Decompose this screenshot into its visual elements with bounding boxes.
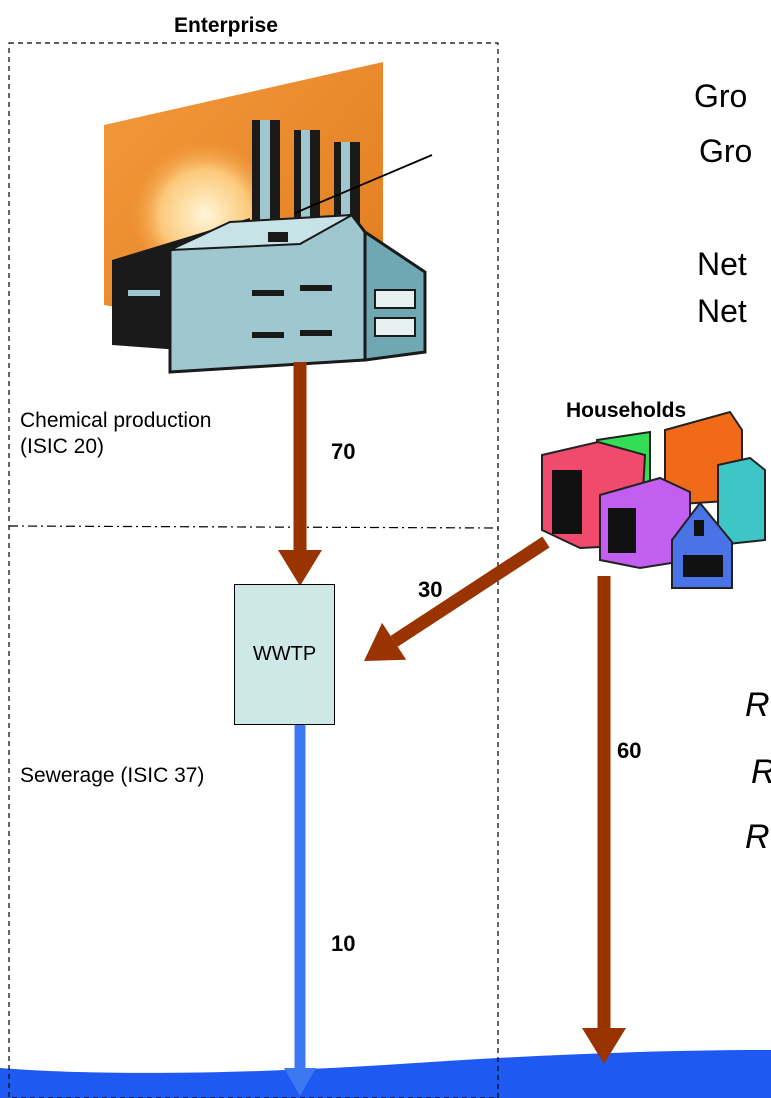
arrow-factory-to-wwtp	[278, 362, 322, 586]
arrow-households-to-water	[582, 576, 626, 1064]
households-city-icon	[541, 410, 766, 589]
arrow-wwtp-to-water	[284, 725, 316, 1096]
right-text-italic-2: R	[751, 755, 771, 789]
right-text-line-2: Gro	[699, 133, 753, 169]
arrow-households-to-wwtp	[364, 536, 550, 661]
chemical-production-label: Chemical production	[20, 409, 212, 432]
enterprise-divider	[8, 525, 499, 529]
flow-value-households-to-water: 60	[617, 738, 642, 763]
wwtp-box: WWTP	[234, 584, 335, 725]
households-title: Households	[566, 399, 687, 422]
water-body	[0, 1050, 771, 1098]
right-text-italic-1: R	[745, 686, 770, 724]
enterprise-boundary	[8, 42, 499, 1098]
enterprise-title: Enterprise	[174, 14, 278, 37]
right-text-line-3: Net	[697, 246, 747, 282]
isic-20-label: (ISIC 20)	[20, 435, 105, 458]
flow-value-factory-to-wwtp: 70	[331, 439, 356, 464]
flow-value-households-to-wwtp: 30	[418, 577, 443, 602]
right-text-line-1: Gro	[694, 78, 748, 114]
sewerage-label: Sewerage (ISIC 37)	[20, 764, 205, 787]
wwtp-label: WWTP	[252, 643, 317, 665]
right-text-line-4: Net	[697, 293, 747, 329]
factory-icon	[104, 62, 433, 374]
flow-value-wwtp-to-water: 10	[331, 931, 356, 956]
right-text-italic-3: R	[745, 818, 770, 856]
